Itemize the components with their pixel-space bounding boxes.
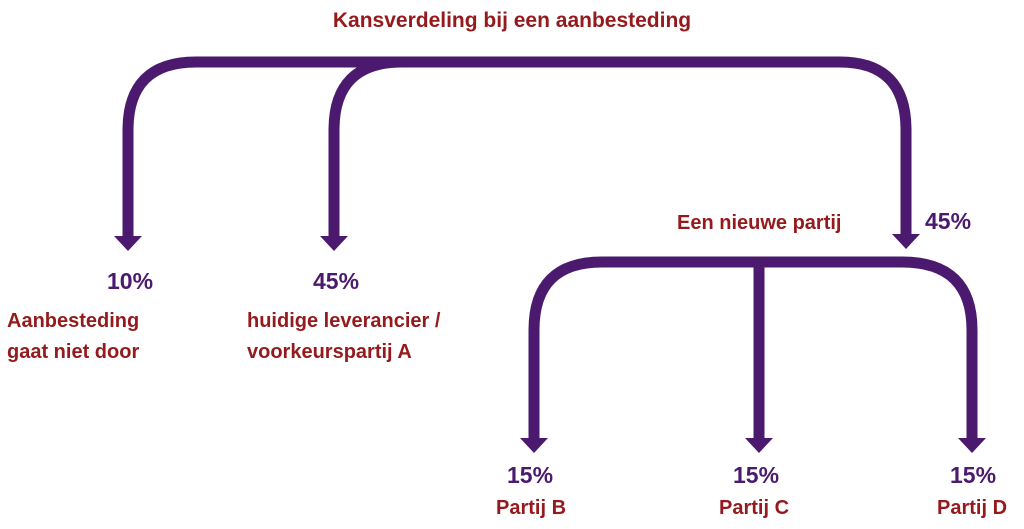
arrowhead-new-party [892,234,920,249]
label-party-b: Partij B [496,497,567,519]
arrow-to-current-supplier-line [328,56,403,238]
arrowhead-party-d [958,438,986,453]
percent-party-b: 15% [507,462,554,488]
arrowhead-not-continued [114,236,142,251]
label-not-continued-line2: gaat niet door [7,341,140,363]
label-party-c: Partij C [719,497,790,519]
percent-party-d: 15% [950,462,997,488]
arrowhead-party-c [745,438,773,453]
arrowhead-current-supplier [320,236,348,251]
percent-new-party: 45% [925,208,972,234]
label-new-party: Een nieuwe partij [677,212,842,234]
diagram-title: Kansverdeling bij een aanbesteding [332,9,692,32]
arrowhead-party-b [520,438,548,453]
label-current-supplier-line1: huidige leverancier / [247,310,441,332]
percent-party-c: 15% [733,462,780,488]
label-current-supplier-line2: voorkeurspartij A [247,341,412,363]
label-not-continued-line1: Aanbesteding [7,310,140,332]
label-party-d: Partij D [937,497,1008,519]
top-branch-line [122,56,912,238]
percent-not-continued: 10% [107,268,154,294]
percent-current-supplier: 45% [313,268,360,294]
sub-branch-line [528,256,978,440]
